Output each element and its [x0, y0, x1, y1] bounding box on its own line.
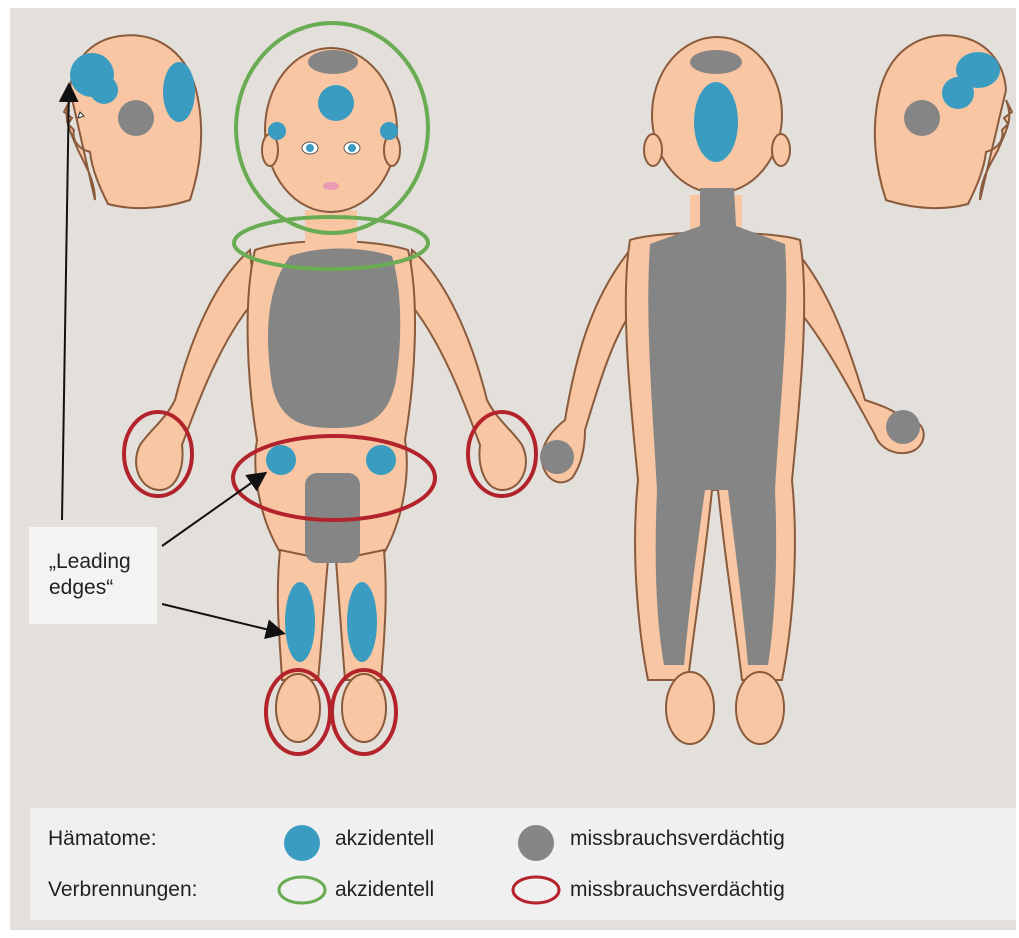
bruise-accidental-marker [366, 445, 396, 475]
legend-burn-suspicious-text: missbrauchsverdächtig [570, 878, 785, 902]
bruise-suspicious-marker [540, 440, 574, 474]
bruise-accidental-marker [380, 122, 398, 140]
legend-bruise-suspicious-text: missbrauchsverdächtig [570, 827, 785, 851]
legend: Hämatome: akzidentell missbrauchsverdäch… [30, 808, 1016, 920]
bruise-accidental-marker [266, 445, 296, 475]
legend-burn-accidental-text: akzidentell [335, 878, 434, 902]
bruise-accidental-marker [318, 85, 354, 121]
leading-edges-callout: „Leading edges“ [29, 527, 157, 624]
bruise-accidental-marker [347, 582, 377, 662]
bruise-accidental-marker [942, 77, 974, 109]
bruise-suspicious-icon [516, 823, 556, 863]
legend-bruise-accidental-text: akzidentell [335, 827, 434, 851]
callout-line-2: edges“ [49, 575, 157, 601]
bruise-suspicious-marker [886, 410, 920, 444]
bruise-suspicious-marker [118, 100, 154, 136]
burn-suspicious-icon [510, 874, 562, 906]
bruise-suspicious-marker [308, 50, 358, 74]
bruise-accidental-marker [163, 62, 195, 122]
bruise-accidental-marker [268, 122, 286, 140]
burn-accidental-icon [276, 874, 328, 906]
bruise-suspicious-marker [268, 249, 400, 429]
bruise-accidental-marker [694, 82, 738, 162]
legend-row-bruises-label: Hämatome: [48, 827, 157, 851]
bruise-accidental-icon [282, 823, 322, 863]
bruise-accidental-marker [285, 582, 315, 662]
legend-row-burns-label: Verbrennungen: [48, 878, 197, 902]
bruise-suspicious-marker [904, 100, 940, 136]
bruise-accidental-marker [90, 76, 118, 104]
bruise-suspicious-marker [690, 50, 742, 74]
callout-line-1: „Leading [49, 549, 157, 575]
